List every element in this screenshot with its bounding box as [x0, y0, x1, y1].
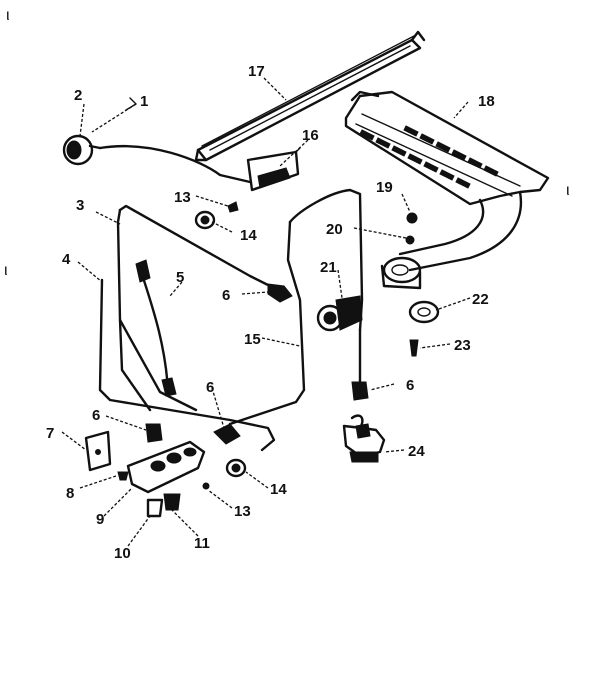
part-8-screw [117, 471, 129, 481]
label-6a: 6 [222, 287, 230, 304]
part-9-manifold [126, 440, 206, 494]
part-labels: 1 2 3 4 5 6 6 6 6 7 8 9 10 11 13 13 14 1… [46, 63, 495, 562]
part-14-upper-grommet [194, 210, 216, 230]
part-23-screw [409, 339, 419, 357]
label-20: 20 [326, 221, 343, 238]
part-14-lower-grommet [225, 458, 247, 478]
burner-ports [359, 125, 499, 189]
part-6-fitting-b [145, 423, 163, 443]
part-2-sensor [62, 134, 252, 184]
part-6-fitting-a [267, 283, 293, 303]
label-2: 2 [74, 87, 82, 104]
label-6d: 6 [406, 377, 414, 394]
stray-mark-left: ι [4, 262, 8, 279]
label-14b: 14 [270, 481, 287, 498]
label-5: 5 [176, 269, 184, 286]
stray-mark-top-left: ι [6, 7, 10, 24]
label-22: 22 [472, 291, 489, 308]
part-20-washer [405, 235, 415, 245]
label-17: 17 [248, 63, 265, 80]
label-14a: 14 [240, 227, 257, 244]
part-11-fitting [163, 493, 181, 511]
label-13a: 13 [174, 189, 191, 206]
part-13-lower-screw [202, 482, 210, 490]
part-21-orifice [316, 295, 363, 332]
part-3-tube [116, 204, 272, 412]
label-21: 21 [320, 259, 337, 276]
part-6-fitting-c [213, 423, 241, 445]
label-6b: 6 [206, 379, 214, 396]
label-7: 7 [46, 425, 54, 442]
part-19-screw [406, 212, 418, 224]
part-6-fitting-d [351, 328, 369, 401]
label-18: 18 [478, 93, 495, 110]
label-8: 8 [66, 485, 74, 502]
label-3: 3 [76, 197, 84, 214]
part-18-burner [344, 90, 550, 290]
label-10: 10 [114, 545, 131, 562]
part-4-tube [98, 278, 276, 452]
label-9: 9 [96, 511, 104, 528]
part-15-tube [228, 188, 364, 426]
label-6c: 6 [92, 407, 100, 424]
part-5-lead [135, 259, 177, 397]
part-10-fitting [146, 498, 164, 518]
part-13-upper-screw [227, 201, 239, 213]
label-1: 1 [140, 93, 148, 110]
part-7-plate [84, 430, 112, 472]
label-11: 11 [194, 535, 210, 552]
label-4: 4 [62, 251, 71, 268]
label-13b: 13 [234, 503, 251, 520]
label-15: 15 [244, 331, 261, 348]
label-19: 19 [376, 179, 393, 196]
leader-lines [61, 77, 471, 547]
label-24: 24 [408, 443, 425, 460]
part-17-rail [194, 30, 426, 162]
label-23: 23 [454, 337, 471, 354]
part-24-valve [342, 414, 386, 463]
part-22-ring [408, 300, 440, 324]
stray-mark-right: ι [566, 182, 570, 199]
label-16: 16 [302, 127, 319, 144]
